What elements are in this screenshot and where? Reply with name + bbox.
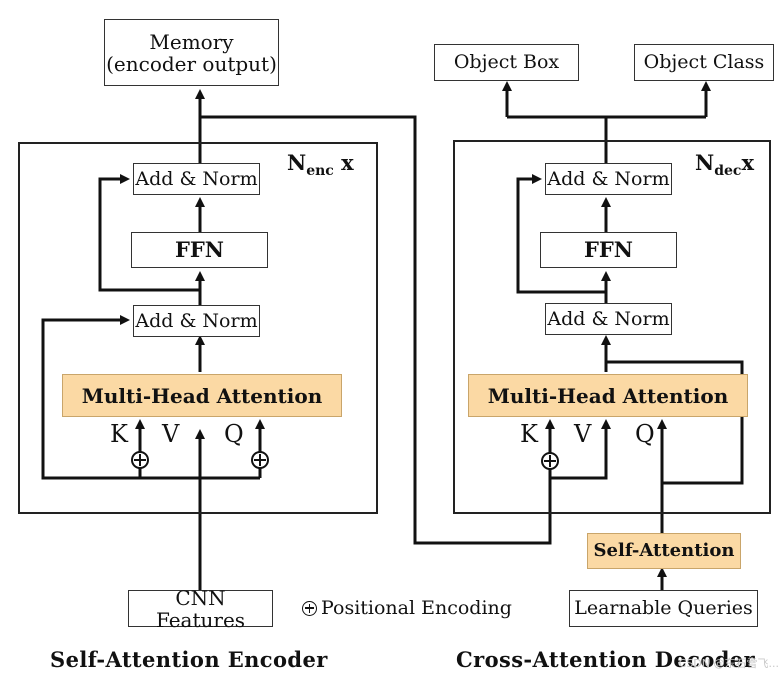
encoder-repeat-n: N <box>287 150 307 175</box>
memory-sublabel: (encoder output) <box>106 51 277 76</box>
cnn-features-box: CNN Features <box>128 587 273 631</box>
decoder-k-label: K <box>520 420 538 448</box>
positional-encoding-legend: Positional Encoding <box>302 597 512 619</box>
encoder-caption: Self-Attention Encoder <box>50 647 328 672</box>
decoder-caption: Cross-Attention Decoder <box>456 647 756 672</box>
decoder-multi-head-attention: Multi-Head Attention <box>468 374 748 417</box>
encoder-add-norm-bottom: Add & Norm <box>133 305 260 337</box>
decoder-self-attention: Self-Attention <box>587 533 741 569</box>
decoder-q-label: Q <box>635 420 655 448</box>
plus-circle-icon <box>302 600 317 616</box>
memory-label: Memory <box>149 29 234 54</box>
encoder-q-label: Q <box>224 420 244 448</box>
encoder-k-label: K <box>110 420 128 448</box>
decoder-repeat-label: Ndecx <box>695 150 754 179</box>
encoder-repeat-sub: enc <box>306 163 334 180</box>
decoder-add-norm-bottom: Add & Norm <box>545 303 672 335</box>
encoder-repeat-x: x <box>333 150 354 175</box>
legend-text: Positional Encoding <box>321 597 512 619</box>
encoder-frame <box>18 142 378 514</box>
encoder-add-norm-top: Add & Norm <box>133 163 260 195</box>
decoder-repeat-x: x <box>741 150 754 175</box>
object-box-output: Object Box <box>434 44 579 81</box>
decoder-repeat-n: N <box>695 150 715 175</box>
decoder-frame <box>453 140 771 514</box>
object-class-output: Object Class <box>634 44 774 81</box>
encoder-ffn: FFN <box>131 232 268 268</box>
watermark: CSDN @东石雪飞... <box>678 657 779 670</box>
decoder-repeat-sub: dec <box>714 163 742 180</box>
memory-box: Memory (encoder output) <box>104 19 279 86</box>
encoder-repeat-label: Nenc x <box>287 150 354 179</box>
decoder-add-norm-top: Add & Norm <box>545 163 672 195</box>
decoder-ffn: FFN <box>540 232 677 268</box>
encoder-multi-head-attention: Multi-Head Attention <box>62 374 342 417</box>
learnable-queries-box: Learnable Queries <box>569 590 758 627</box>
decoder-v-label: V <box>574 420 592 448</box>
encoder-v-label: V <box>162 420 180 448</box>
